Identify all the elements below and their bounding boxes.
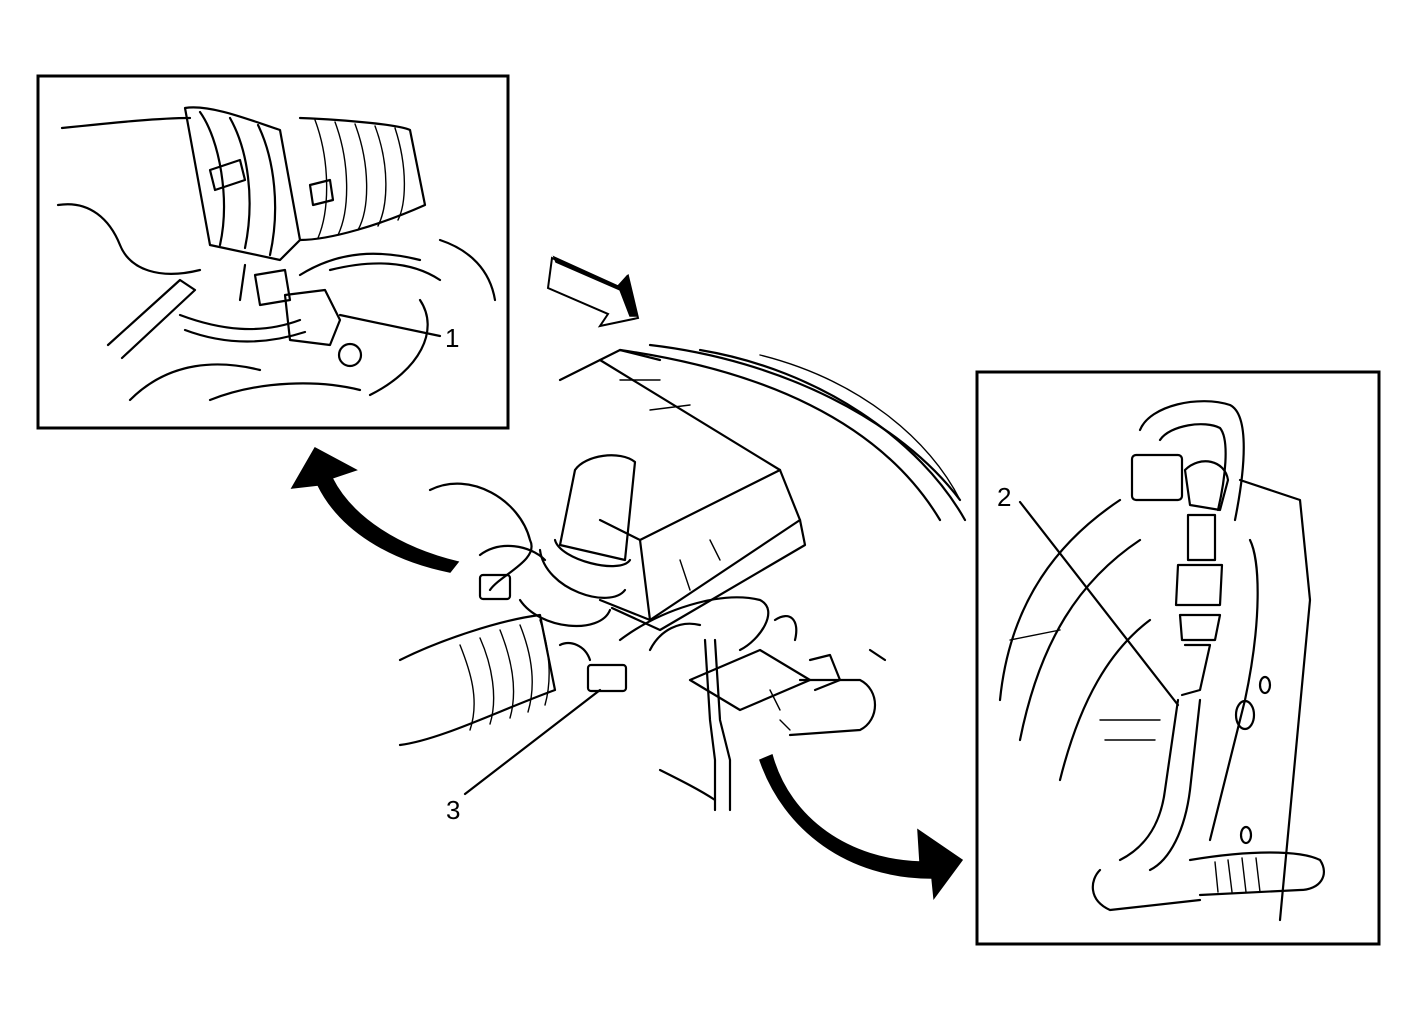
- front-direction-arrow: [546, 255, 640, 328]
- callout-3-leader: [463, 688, 602, 796]
- arrow-to-lower-right-detail: [759, 753, 964, 901]
- detail-view-upper-left: [36, 74, 510, 430]
- callout-label-2: 2: [997, 482, 1012, 512]
- callout-label-3: 3: [446, 795, 461, 825]
- engine-assembly: [398, 343, 967, 812]
- arrow-to-upper-left-detail: [290, 446, 460, 573]
- callout-label-1: 1: [445, 323, 460, 353]
- detail-view-lower-right: [975, 370, 1381, 946]
